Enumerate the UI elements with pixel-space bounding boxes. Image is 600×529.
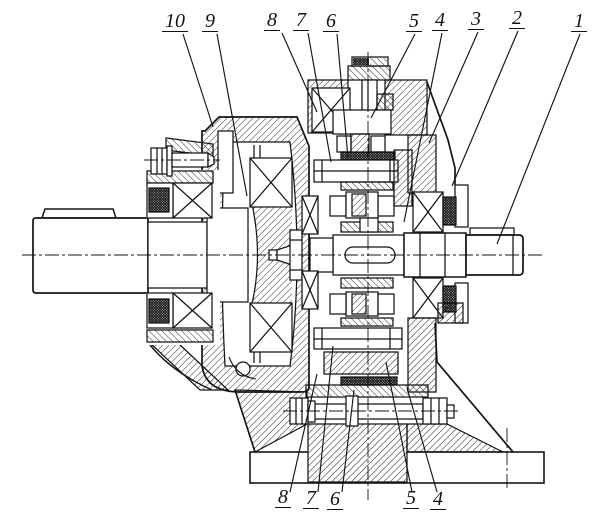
callout-top-2: 2	[509, 8, 525, 29]
input-bearing-assembly	[146, 170, 220, 345]
callout-top-3: 3	[468, 9, 484, 30]
leader-lines	[182, 30, 581, 493]
callout-bottom-6: 6	[327, 489, 343, 510]
centerlines	[22, 52, 545, 500]
callout-top-1: 1	[571, 11, 587, 32]
output-shaft	[403, 227, 524, 278]
callout-bottom-7: 7	[303, 488, 319, 509]
callout-top-4: 4	[432, 10, 448, 31]
callout-top-9: 9	[202, 11, 218, 32]
callout-bottom-5: 5	[403, 488, 419, 509]
callout-bottom-4: 4	[430, 489, 446, 510]
callout-top-5: 5	[406, 11, 422, 32]
callout-top-8: 8	[264, 10, 280, 31]
output-housing	[407, 81, 514, 453]
callout-top-6: 6	[323, 11, 339, 32]
callout-top-7: 7	[293, 10, 309, 31]
callout-bottom-8: 8	[275, 487, 291, 508]
callout-top-10: 10	[162, 11, 188, 32]
left-bolt	[150, 145, 215, 177]
